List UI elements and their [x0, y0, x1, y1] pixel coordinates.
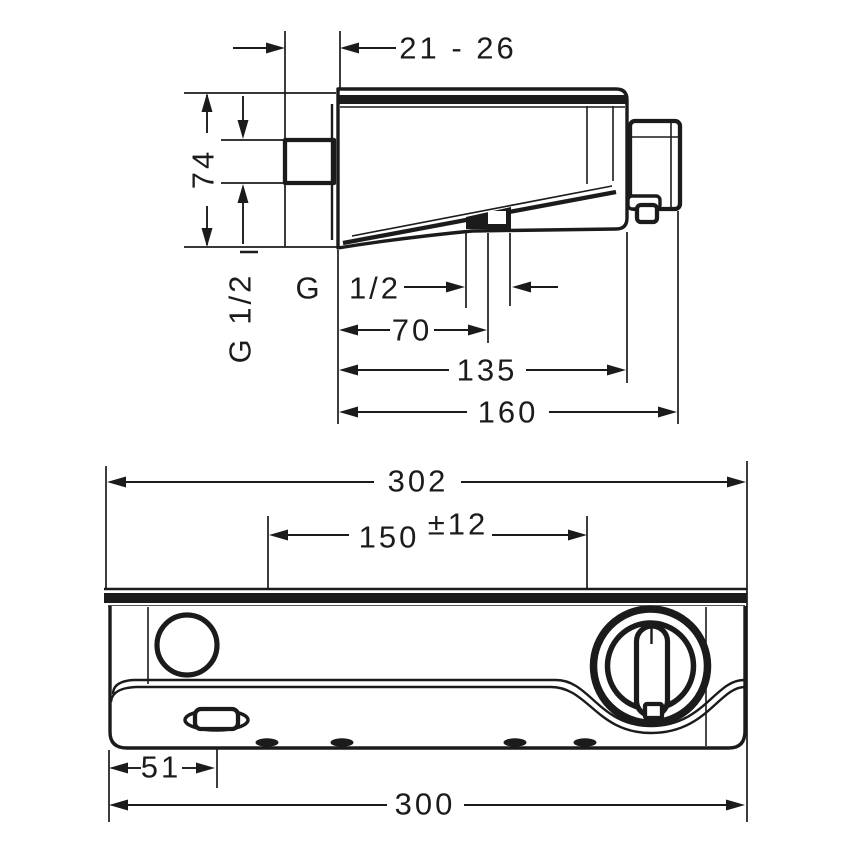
body-outline	[336, 87, 629, 250]
dim-connection-centers-label: 150	[359, 520, 420, 555]
dim-width-body-label: 300	[395, 787, 456, 822]
arrowhead-right-icon	[727, 476, 746, 488]
arrowhead-left-icon	[339, 406, 358, 418]
glass-shelf-edge	[104, 593, 747, 603]
dim-outlet-thread: G 1/2	[295, 271, 558, 306]
shelf-lip-lower-line	[109, 685, 746, 735]
base-foot-dot	[255, 738, 279, 747]
front-view: 302 150 ±12	[104, 461, 748, 822]
arrowhead-left-icon	[339, 324, 358, 336]
shelf-lip-upper-line	[111, 678, 745, 728]
base-foot-dot	[573, 738, 597, 747]
arrowhead-left-icon	[512, 281, 531, 293]
dim-connection-tolerance-label: ±12	[428, 507, 489, 542]
dim-wall-offset: 21 - 26	[233, 31, 517, 66]
arrowhead-right-icon	[446, 281, 465, 293]
arrowhead-right-icon	[196, 762, 215, 774]
arrowhead-right-icon	[568, 529, 587, 541]
base-foot-dot	[503, 738, 527, 747]
dim-connection-centers: 150 ±12	[269, 507, 587, 555]
arrowhead-left-icon	[109, 799, 128, 811]
front-view-reference-lines	[105, 461, 748, 822]
arrowhead-down-icon	[201, 228, 213, 247]
dim-hook-offset: 51	[109, 750, 215, 785]
side-view-reference-lines	[184, 31, 679, 424]
arrowhead-right-icon	[266, 42, 285, 54]
dim-wall-offset-label: 21 - 26	[399, 31, 517, 66]
dim-width-total-label: 302	[388, 464, 449, 499]
body-outline	[108, 606, 747, 750]
top-plate-edge	[338, 95, 627, 104]
outlet-thread-prefix-label: G	[295, 271, 322, 306]
side-view-body	[282, 87, 683, 250]
outlet-window	[488, 211, 506, 224]
hook-slot	[192, 706, 241, 732]
arrowhead-left-icon	[109, 762, 128, 774]
hose-hook	[183, 706, 250, 732]
arrowhead-down-icon	[237, 120, 249, 139]
side-view: 21 - 26 74 G 1/2	[184, 31, 683, 430]
dim-inlet-extent	[237, 96, 249, 244]
arrowhead-right-icon	[607, 364, 626, 376]
dim-hook-offset-label: 51	[141, 750, 181, 785]
front-view-body	[104, 587, 747, 750]
outlet-thread-size-label: 1/2	[349, 271, 401, 306]
arrowhead-left-icon	[269, 529, 288, 541]
arrowhead-left-icon	[107, 476, 126, 488]
control-knob	[589, 605, 712, 727]
arrowhead-left-icon	[340, 42, 359, 54]
knob-grip-notch	[642, 701, 665, 721]
dim-width-total: 302	[107, 464, 746, 499]
arrowhead-right-icon	[468, 324, 487, 336]
dim-width-body: 300	[109, 787, 745, 822]
inlet-thread-label: G 1/2	[223, 273, 258, 364]
arrowhead-up-icon	[201, 93, 213, 112]
wall-inlet-connector	[282, 137, 337, 186]
arrowhead-left-icon	[339, 364, 358, 376]
dim-depth-total: 160	[339, 395, 677, 430]
hook-eyelet	[634, 202, 660, 225]
arrowhead-right-icon	[658, 406, 677, 418]
arrowhead-up-icon	[237, 184, 249, 203]
base-foot-dot	[330, 738, 354, 747]
dim-depth-body-label: 135	[457, 353, 518, 388]
dim-outlet-distance: 70	[339, 313, 487, 348]
shower-outlet-port	[154, 612, 220, 678]
arrowhead-right-icon	[726, 799, 745, 811]
dim-height-label: 74	[186, 149, 221, 189]
slider-rail-top	[351, 185, 613, 237]
dim-height-74: 74	[186, 93, 221, 247]
dim-depth-body: 135	[339, 353, 626, 388]
dim-depth-total-label: 160	[478, 395, 539, 430]
dim-outlet-distance-label: 70	[392, 313, 432, 348]
